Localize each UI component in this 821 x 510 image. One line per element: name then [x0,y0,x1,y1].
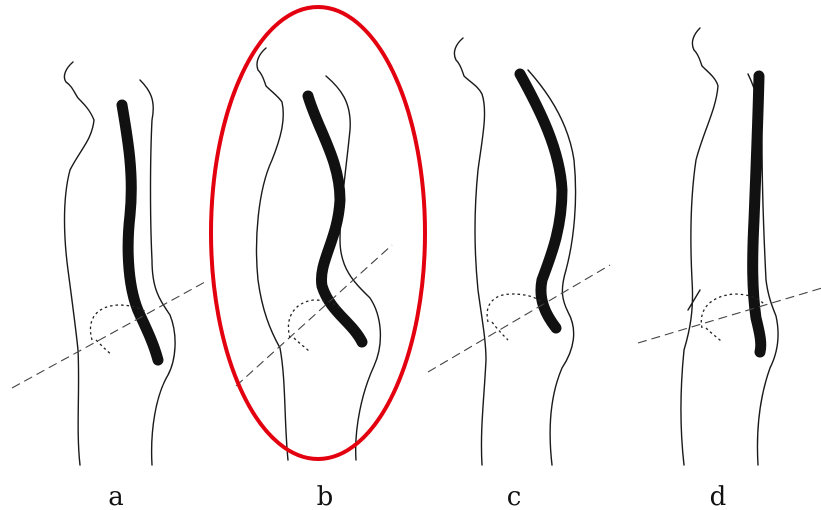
body-outline-back [326,76,380,460]
pelvis-line [12,282,205,388]
figure-d [638,28,821,465]
body-outline-front [681,28,718,465]
figure-b [236,48,392,460]
figure-label-c: c [507,482,522,510]
spine [753,76,761,352]
body-outline-front [454,38,486,465]
figure-c [428,38,610,465]
figure-a [12,62,205,465]
figure-label-a: a [108,482,124,510]
pelvis-line [428,265,610,372]
pelvis-line [638,288,821,343]
pelvis-line [236,245,392,386]
figure-label-d: d [710,482,727,510]
body-outline-back [140,80,175,465]
body-outline-front [64,62,94,465]
pelvis-arc [487,294,544,340]
spine [308,96,362,342]
spine [122,105,158,360]
figure-label-b: b [317,482,334,510]
spine [520,74,562,328]
body-outline-front [257,48,288,460]
highlight-ellipse [211,7,425,459]
thigh-crease [688,290,700,310]
